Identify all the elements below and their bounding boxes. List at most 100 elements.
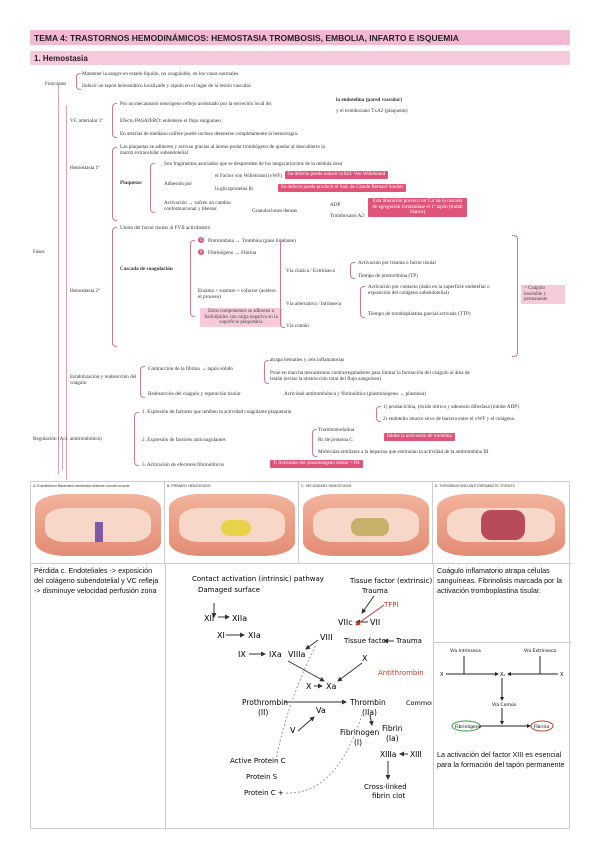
regulacion-1a: 1) prostaciclina, (óxido nítrico y adeno… xyxy=(383,404,519,410)
hemostasia1-intro: Las plaquetas se adhieren y activan grac… xyxy=(120,144,325,156)
node-xa: Xa xyxy=(326,682,336,691)
cascada-step2: Fibrinógeno → Fibrina xyxy=(208,250,257,256)
protein-s: Protein S xyxy=(246,773,278,781)
node-xii: XII xyxy=(204,614,214,623)
via-comun-label: Vía común xyxy=(286,323,309,329)
mini-fibrinogeno: Fibrinógeno xyxy=(455,723,482,730)
coagulo-result: = Coágulo insoluble y permanente xyxy=(521,285,565,304)
fibrinogen-n: (I) xyxy=(354,738,362,747)
activacion-label: Activación → sufren un cambio conformaci… xyxy=(164,200,231,212)
panel-c: C. SECONDARY HEMOSTASIS xyxy=(299,482,433,564)
atrapa: atrapa hematíes y cels inflamatorias xyxy=(270,357,345,363)
extrinsic-title: Tissue factor (extrinsic) pathway xyxy=(349,577,432,585)
figures-grid: A. Endothelium Basement membrane Arterio… xyxy=(30,481,571,830)
prothrombin-label: Prothrombin xyxy=(242,698,288,707)
tfpi-label: TFPI xyxy=(383,601,399,609)
node-ix: IX xyxy=(238,650,246,659)
enzima-label: Enzima + sustrato + cofactor (acelera el… xyxy=(198,288,276,300)
vwf-label: el Factor von Willebrand (vWF) xyxy=(215,173,282,179)
vc-item-3: En arterias de mediano calibre puede inc… xyxy=(120,131,299,137)
panel-a: A. Endothelium Basement membrane Arterio… xyxy=(31,482,165,564)
mini-via-comun: Vía Común xyxy=(492,701,517,708)
reabsorcion: Reabsorción del coágulo y reparación tis… xyxy=(148,391,241,397)
prothrombin-n: (II) xyxy=(258,708,268,717)
node-xiiia: XIIIa xyxy=(380,750,396,759)
regulacion-2: 2. Expresión de factores anticoagulantes xyxy=(142,437,226,443)
vwf-defect-badge: Su defecto puede inducir la Enf. Von Wil… xyxy=(285,171,388,179)
via-clasica-2: Tiempo de protrombina (TP) xyxy=(358,273,418,279)
plaquetas-fragmentos: Son fragmentos asociados que se desprend… xyxy=(164,161,343,167)
damaged-label: Damaged surface xyxy=(198,586,260,594)
vc-item-2: Efecto PASAJERO: enlentece el flujo sang… xyxy=(120,118,221,124)
via-clasica-label: Vía clásica / Extrínseca xyxy=(286,268,335,274)
adp-note-badge: Esta liberación provoca un 'Ca' de la ca… xyxy=(368,198,467,217)
enzima-note: Estos componentes se adhieren a fosfolíp… xyxy=(200,308,282,327)
regulacion-2c: Moléculas similares a la heparina que es… xyxy=(318,449,489,455)
node-xi: XI xyxy=(217,631,225,640)
fibrinogen-label: Fibrinogen xyxy=(340,728,379,737)
node-v: V xyxy=(290,726,296,735)
section-title: 1. Hemostasia xyxy=(30,51,570,65)
thrombin-label: Thrombin xyxy=(349,698,386,707)
adp-label: ADP xyxy=(330,202,341,208)
panel-b: B. PRIMARY HEMOSTASIS xyxy=(165,482,299,564)
gp-defect-badge: Su defecto puede producir el Snd. de Cla… xyxy=(278,184,407,192)
common-pathway-label: Common pathway xyxy=(406,699,432,707)
fibrin-n: (Ia) xyxy=(386,734,399,743)
panel-d-title: D. THROMBUS AND ANTITHROMBOTIC EVENTS xyxy=(435,484,515,488)
panel-d: D. THROMBUS AND ANTITHROMBOTIC EVENTS xyxy=(433,482,571,564)
regulacion-2-badge: Inhibe la activación de trombina xyxy=(384,433,455,441)
intrinsic-title: Contact activation (intrinsic) pathway xyxy=(192,575,324,583)
mini-x-left: X xyxy=(440,672,444,678)
protein-c: Protein C + xyxy=(244,789,284,797)
via-clasica-1: Activación por trauma o factor tisular xyxy=(358,260,437,266)
fibrin-label: Fibrin xyxy=(382,724,403,733)
note-panel-a: Pérdida c. Endoteliales -> exposición de… xyxy=(34,566,159,595)
node-va: Va xyxy=(316,706,326,715)
regulacion-2b: Rc de proteína C xyxy=(318,437,354,443)
vessel-illustration-a xyxy=(35,494,161,556)
panel-b-title: B. PRIMARY HEMOSTASIS xyxy=(167,484,211,488)
root-label: Fases xyxy=(33,249,45,255)
gp-label: la glicoproteína Ib xyxy=(215,186,254,192)
adhesion-label: Adhesión por xyxy=(164,181,193,187)
crosslinked-label-2: fibrin clot xyxy=(372,792,405,800)
estabilizacion-label: Estabilización y reabsorción del coágulo xyxy=(70,374,137,386)
node-ixa: IXa xyxy=(269,650,282,659)
node-x-left: X xyxy=(306,682,312,691)
funciones-label: Funciones xyxy=(45,81,67,87)
a2-label: Tromboxano A2 xyxy=(330,213,364,219)
mini-via-intrinseca: Vía Intrínseca xyxy=(450,647,481,654)
node-vii: VII xyxy=(370,618,380,627)
funciones-item-1: Mantener la sangre en estado líquido, no… xyxy=(82,71,240,77)
vc-endotelina: la endotelina (pared vascular) xyxy=(336,97,403,103)
note-xiii: La activación del factor XIII es esencia… xyxy=(437,750,565,769)
vessel-illustration-c xyxy=(303,494,429,556)
node-viic: VIIc xyxy=(338,618,353,627)
mini-pathway-diagram: Vía Intrínseca Vía Extrínseca X Xₐ X Vía… xyxy=(440,647,564,732)
plaquetas-label: Plaquetas xyxy=(120,180,142,186)
mini-xa: Xₐ xyxy=(500,672,505,678)
regulacion-3: 3. Activación de efectores fibrinolítico… xyxy=(142,462,224,468)
vc-label: VC arteriolar 1ª xyxy=(70,118,103,124)
vessel-illustration-d xyxy=(437,494,565,556)
vc-tromboxano: y el tromboxano TxA2 (plaquetas) xyxy=(336,108,408,114)
funciones-item-2: Inducir un tapón hemostático localizado … xyxy=(82,83,252,89)
cascada-step1: Protrombina → Trombina (paso limitante) xyxy=(208,238,296,244)
mini-via-extrinseca: Vía Extrínseca xyxy=(524,647,556,654)
node-xia: XIa xyxy=(248,631,261,640)
tissue-factor-label: Tissue factor xyxy=(343,637,389,645)
regulacion-1: 1. Expresión de factores que inhiben la … xyxy=(142,409,292,415)
hemostasia2-union: Unión del factor tisular al FVII activán… xyxy=(120,225,211,231)
node-viiia: VIIIa xyxy=(288,650,306,659)
crosslinked-label-1: Cross-linked xyxy=(364,783,407,791)
antithrombin-label: Antithrombin xyxy=(378,669,424,677)
granulaciones-label: Granulaciones densas xyxy=(252,208,298,214)
active-protein-c: Active Protein C xyxy=(230,757,286,765)
node-xiii: XIII xyxy=(410,750,422,759)
pone-en-marcha: Pone en marcha mecanismos contrarregulad… xyxy=(270,370,470,382)
regulacion-3-badge: T: Activador del plasminógeno tisular = … xyxy=(270,460,363,468)
mini-fibrina: Fibrina xyxy=(534,724,549,730)
page-title: TEMA 4: TRASTORNOS HEMODINÁMICOS: HEMOST… xyxy=(30,30,570,45)
node-viii: VIII xyxy=(320,633,333,642)
